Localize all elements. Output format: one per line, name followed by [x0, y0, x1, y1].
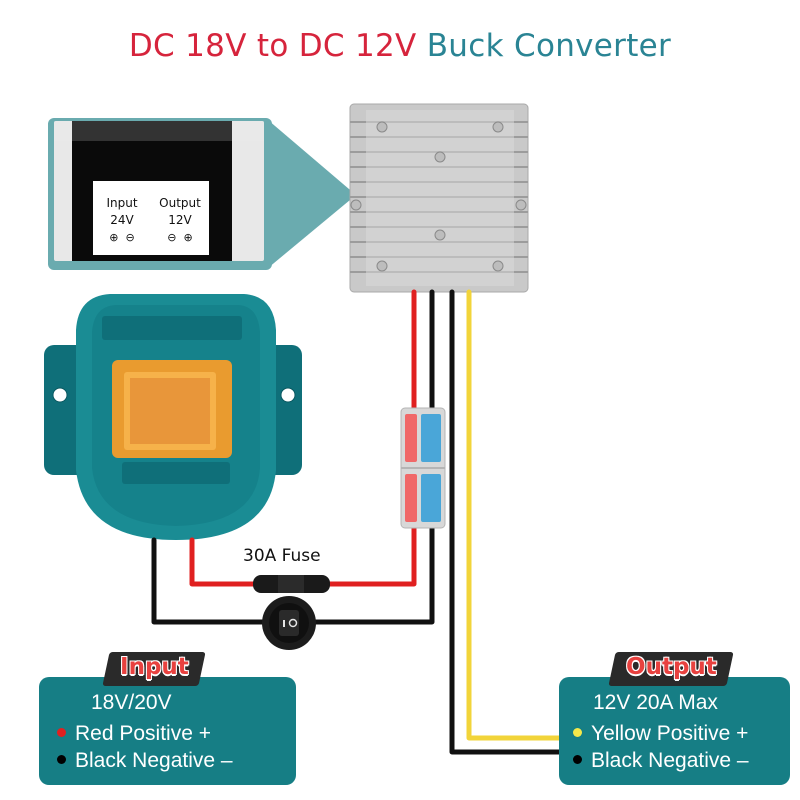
black-dot-icon	[573, 754, 582, 764]
plus-icon: ⊕	[183, 231, 193, 244]
input-positive-row: Red Positive +	[57, 722, 211, 746]
lever-connector-icon	[400, 407, 446, 529]
input-badge: Input	[102, 652, 206, 686]
minus-icon: ⊖	[167, 231, 177, 244]
rocker-switch-icon	[262, 596, 316, 650]
input-badge-text: Input	[120, 654, 189, 680]
output-positive-row: Yellow Positive +	[573, 722, 748, 746]
inline-fuse-icon	[253, 575, 330, 593]
label-output-heading: Output	[159, 196, 201, 210]
output-negative-row: Black Negative –	[573, 749, 749, 773]
red-dot-icon	[57, 727, 66, 737]
output-positive-label: Yellow Positive +	[591, 722, 749, 745]
minus-icon: ⊖	[125, 231, 135, 244]
input-positive-label: Red Positive +	[75, 722, 211, 745]
output-rating: 12V 20A Max	[593, 691, 718, 714]
label-input-voltage: 24V	[110, 213, 134, 227]
converter-spec-label: Input 24V ⊕ ⊖ Output 12V ⊖ ⊕	[93, 181, 209, 255]
plus-icon: ⊕	[109, 231, 119, 244]
page-title: DC 18V to DC 12V Buck Converter	[0, 28, 800, 64]
input-voltage: 18V/20V	[91, 691, 172, 714]
converter-module-icon	[349, 103, 529, 293]
title-part-1: DC 18V to DC 12V	[128, 28, 417, 64]
input-negative-row: Black Negative –	[57, 749, 233, 773]
output-badge: Output	[608, 652, 734, 686]
input-negative-label: Black Negative –	[75, 749, 233, 772]
battery-adapter-icon	[44, 294, 302, 540]
label-output-terminals: ⊖ ⊕	[151, 229, 209, 246]
title-part-2: Buck Converter	[426, 28, 672, 64]
output-panel: 12V 20A Max Yellow Positive + Black Nega…	[559, 677, 790, 785]
black-dot-icon	[57, 754, 66, 764]
yellow-dot-icon	[573, 727, 582, 737]
output-negative-label: Black Negative –	[591, 749, 749, 772]
wires	[151, 289, 563, 755]
fuse-label: 30A Fuse	[243, 546, 321, 566]
output-badge-text: Output	[626, 654, 717, 680]
input-panel: 18V/20V Red Positive + Black Negative –	[39, 677, 296, 785]
label-output-voltage: 12V	[168, 213, 192, 227]
label-input-terminals: ⊕ ⊖	[93, 229, 151, 246]
label-input-heading: Input	[106, 196, 138, 210]
